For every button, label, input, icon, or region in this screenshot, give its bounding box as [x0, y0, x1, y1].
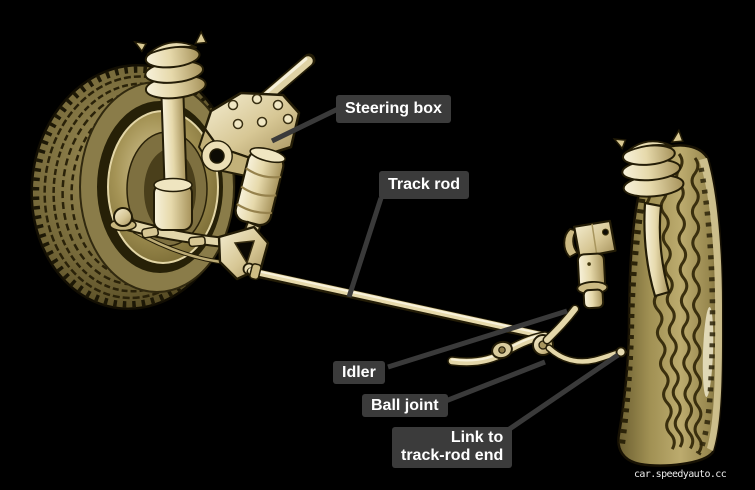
leader-ball-joint [437, 359, 546, 407]
steering-box [198, 91, 301, 262]
right-coil-spring [612, 128, 685, 198]
right-tire-tread [618, 151, 718, 456]
left-suspension-strut [133, 30, 208, 231]
right-suspension-strut [612, 128, 685, 298]
link-to-track-rod-end [545, 344, 632, 366]
idler-bracket [563, 219, 617, 310]
track-rod-end-nub [615, 346, 627, 358]
leader-link-to-track-rod-end [506, 352, 620, 433]
label-link-to-track-rod-end: Link to track-rod end [392, 427, 513, 468]
leader-track-rod [346, 197, 384, 298]
leader-lines [270, 105, 620, 433]
leader-idler [387, 308, 568, 370]
label-track-rod: Track rod [379, 171, 470, 199]
left-wheel [30, 64, 236, 310]
watermark: car.speedyauto.cc [634, 469, 727, 480]
hub-ball-joint [113, 207, 133, 227]
label-idler: Idler [333, 361, 385, 384]
track-rod [246, 263, 552, 342]
leader-steering-box [270, 105, 342, 144]
label-steering-box: Steering box [336, 95, 451, 123]
steering-box-bolts [227, 93, 294, 130]
idler-arm [542, 219, 617, 345]
right-tire-sidewall [699, 158, 723, 451]
centre-link [447, 331, 554, 367]
label-ball-joint: Ball joint [362, 394, 448, 417]
coil-spring-top [133, 30, 208, 100]
